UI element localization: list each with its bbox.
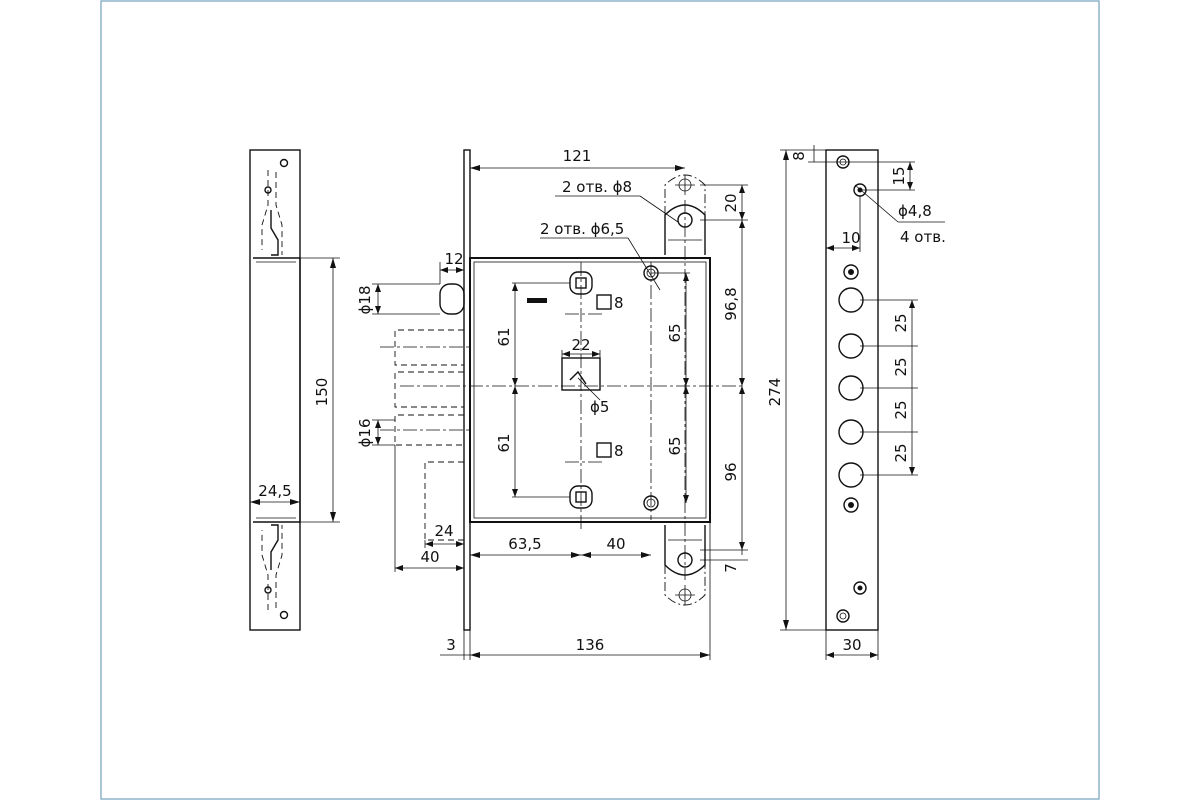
dim-96-8: 96,8: [722, 287, 740, 320]
dim-63-5: 63,5: [508, 535, 541, 553]
note-holes-6-5: 2 отв. ϕ6,5: [540, 220, 624, 238]
bolt-hole-1: [838, 287, 864, 313]
left-side-view: 150 24,5: [249, 149, 340, 631]
dim-20: 20: [722, 193, 740, 212]
dim-7: 7: [722, 563, 740, 573]
dim-25-a: 25: [892, 313, 910, 332]
bolt-hole-4: [838, 419, 864, 445]
dim-65-top: 65: [666, 323, 684, 342]
note-holes-4: 4 отв.: [900, 228, 946, 246]
side-top-hole: [279, 158, 289, 168]
dim-24-5: 24,5: [258, 482, 291, 500]
note-holes-8: 2 отв. ϕ8: [562, 178, 632, 196]
dim-phi-18: ϕ18: [356, 286, 374, 315]
dim-square-8-top: 8: [614, 294, 624, 312]
side-plate-body: [253, 257, 301, 523]
dim-150: 150: [313, 378, 331, 407]
dim-24: 24: [434, 522, 453, 540]
dim-10: 10: [841, 229, 860, 247]
dim-274: 274: [766, 378, 784, 407]
dim-square-8-bottom: 8: [614, 442, 624, 460]
front-view: 8 8 ϕ18 ϕ16 12: [356, 147, 748, 660]
dim-65-bottom: 65: [666, 436, 684, 455]
dim-15: 15: [890, 166, 908, 185]
dim-61-top: 61: [495, 327, 513, 346]
dim-25-b: 25: [892, 357, 910, 376]
dim-40-left: 40: [420, 548, 439, 566]
latch-bolt: [439, 283, 465, 315]
frame-border: [100, 0, 1100, 800]
dim-25-d: 25: [892, 443, 910, 462]
bolt-hole-3: [838, 375, 864, 401]
small-marker: [527, 298, 547, 303]
dim-8: 8: [790, 151, 808, 161]
dim-61-bottom: 61: [495, 433, 513, 452]
dim-136: 136: [576, 636, 605, 654]
side-bottom-hole: [279, 610, 289, 620]
dim-22: 22: [571, 336, 590, 354]
dim-phi-16: ϕ16: [356, 419, 374, 448]
dim-12: 12: [444, 250, 463, 268]
bolt-hole-5: [838, 462, 864, 488]
face-plate-front: [825, 149, 879, 631]
dim-phi-5: ϕ5: [590, 398, 609, 416]
dim-25-c: 25: [892, 400, 910, 419]
dim-96: 96: [722, 462, 740, 481]
right-face-view: 25 25 25 25 274 8 15 ϕ4,8 4 отв. 10: [766, 145, 946, 660]
dim-40-mid: 40: [606, 535, 625, 553]
side-plate-outline: [249, 149, 301, 631]
dim-phi-4-8: ϕ4,8: [898, 202, 932, 220]
lock-body: [469, 257, 711, 523]
dim-3: 3: [446, 636, 456, 654]
bolt-hole-2: [838, 333, 864, 359]
dim-30: 30: [842, 636, 861, 654]
dim-121: 121: [563, 147, 592, 165]
